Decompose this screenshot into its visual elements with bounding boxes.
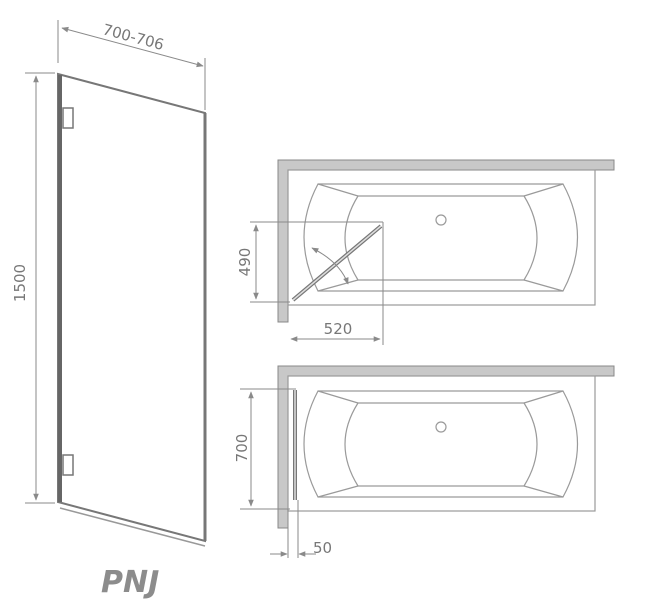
drain-icon [435, 421, 447, 433]
closed-length-label: 700 [233, 434, 251, 463]
basin-corner-lines [317, 390, 564, 498]
panel-width-label: 700-706 [101, 20, 166, 54]
swing-arrow-icon [311, 247, 349, 285]
bathtub-outline [287, 169, 596, 306]
open-width-label: 520 [324, 320, 353, 338]
basin-inner [344, 195, 538, 281]
top-view-closed: 700 50 [233, 365, 615, 558]
basin-inner [344, 402, 538, 487]
top-view-open: 490 520 [236, 159, 615, 345]
panel-front-view: 700-706 1500 [11, 20, 207, 547]
drain-icon [435, 214, 447, 226]
hinge-top [62, 107, 74, 129]
bottom-seal [59, 507, 206, 547]
glass-highlight [292, 225, 382, 301]
width-dimension-line [61, 26, 204, 68]
basin-corner-lines [317, 183, 564, 292]
model-label: PNJ [101, 565, 159, 600]
closed-offset-label: 50 [313, 539, 332, 557]
hinge-bottom [62, 454, 74, 476]
glass-panel [57, 72, 206, 543]
bathtub-outline [287, 375, 596, 512]
wall [277, 365, 615, 529]
panel-height-label: 1500 [11, 264, 29, 302]
open-depth-label: 490 [236, 248, 254, 277]
